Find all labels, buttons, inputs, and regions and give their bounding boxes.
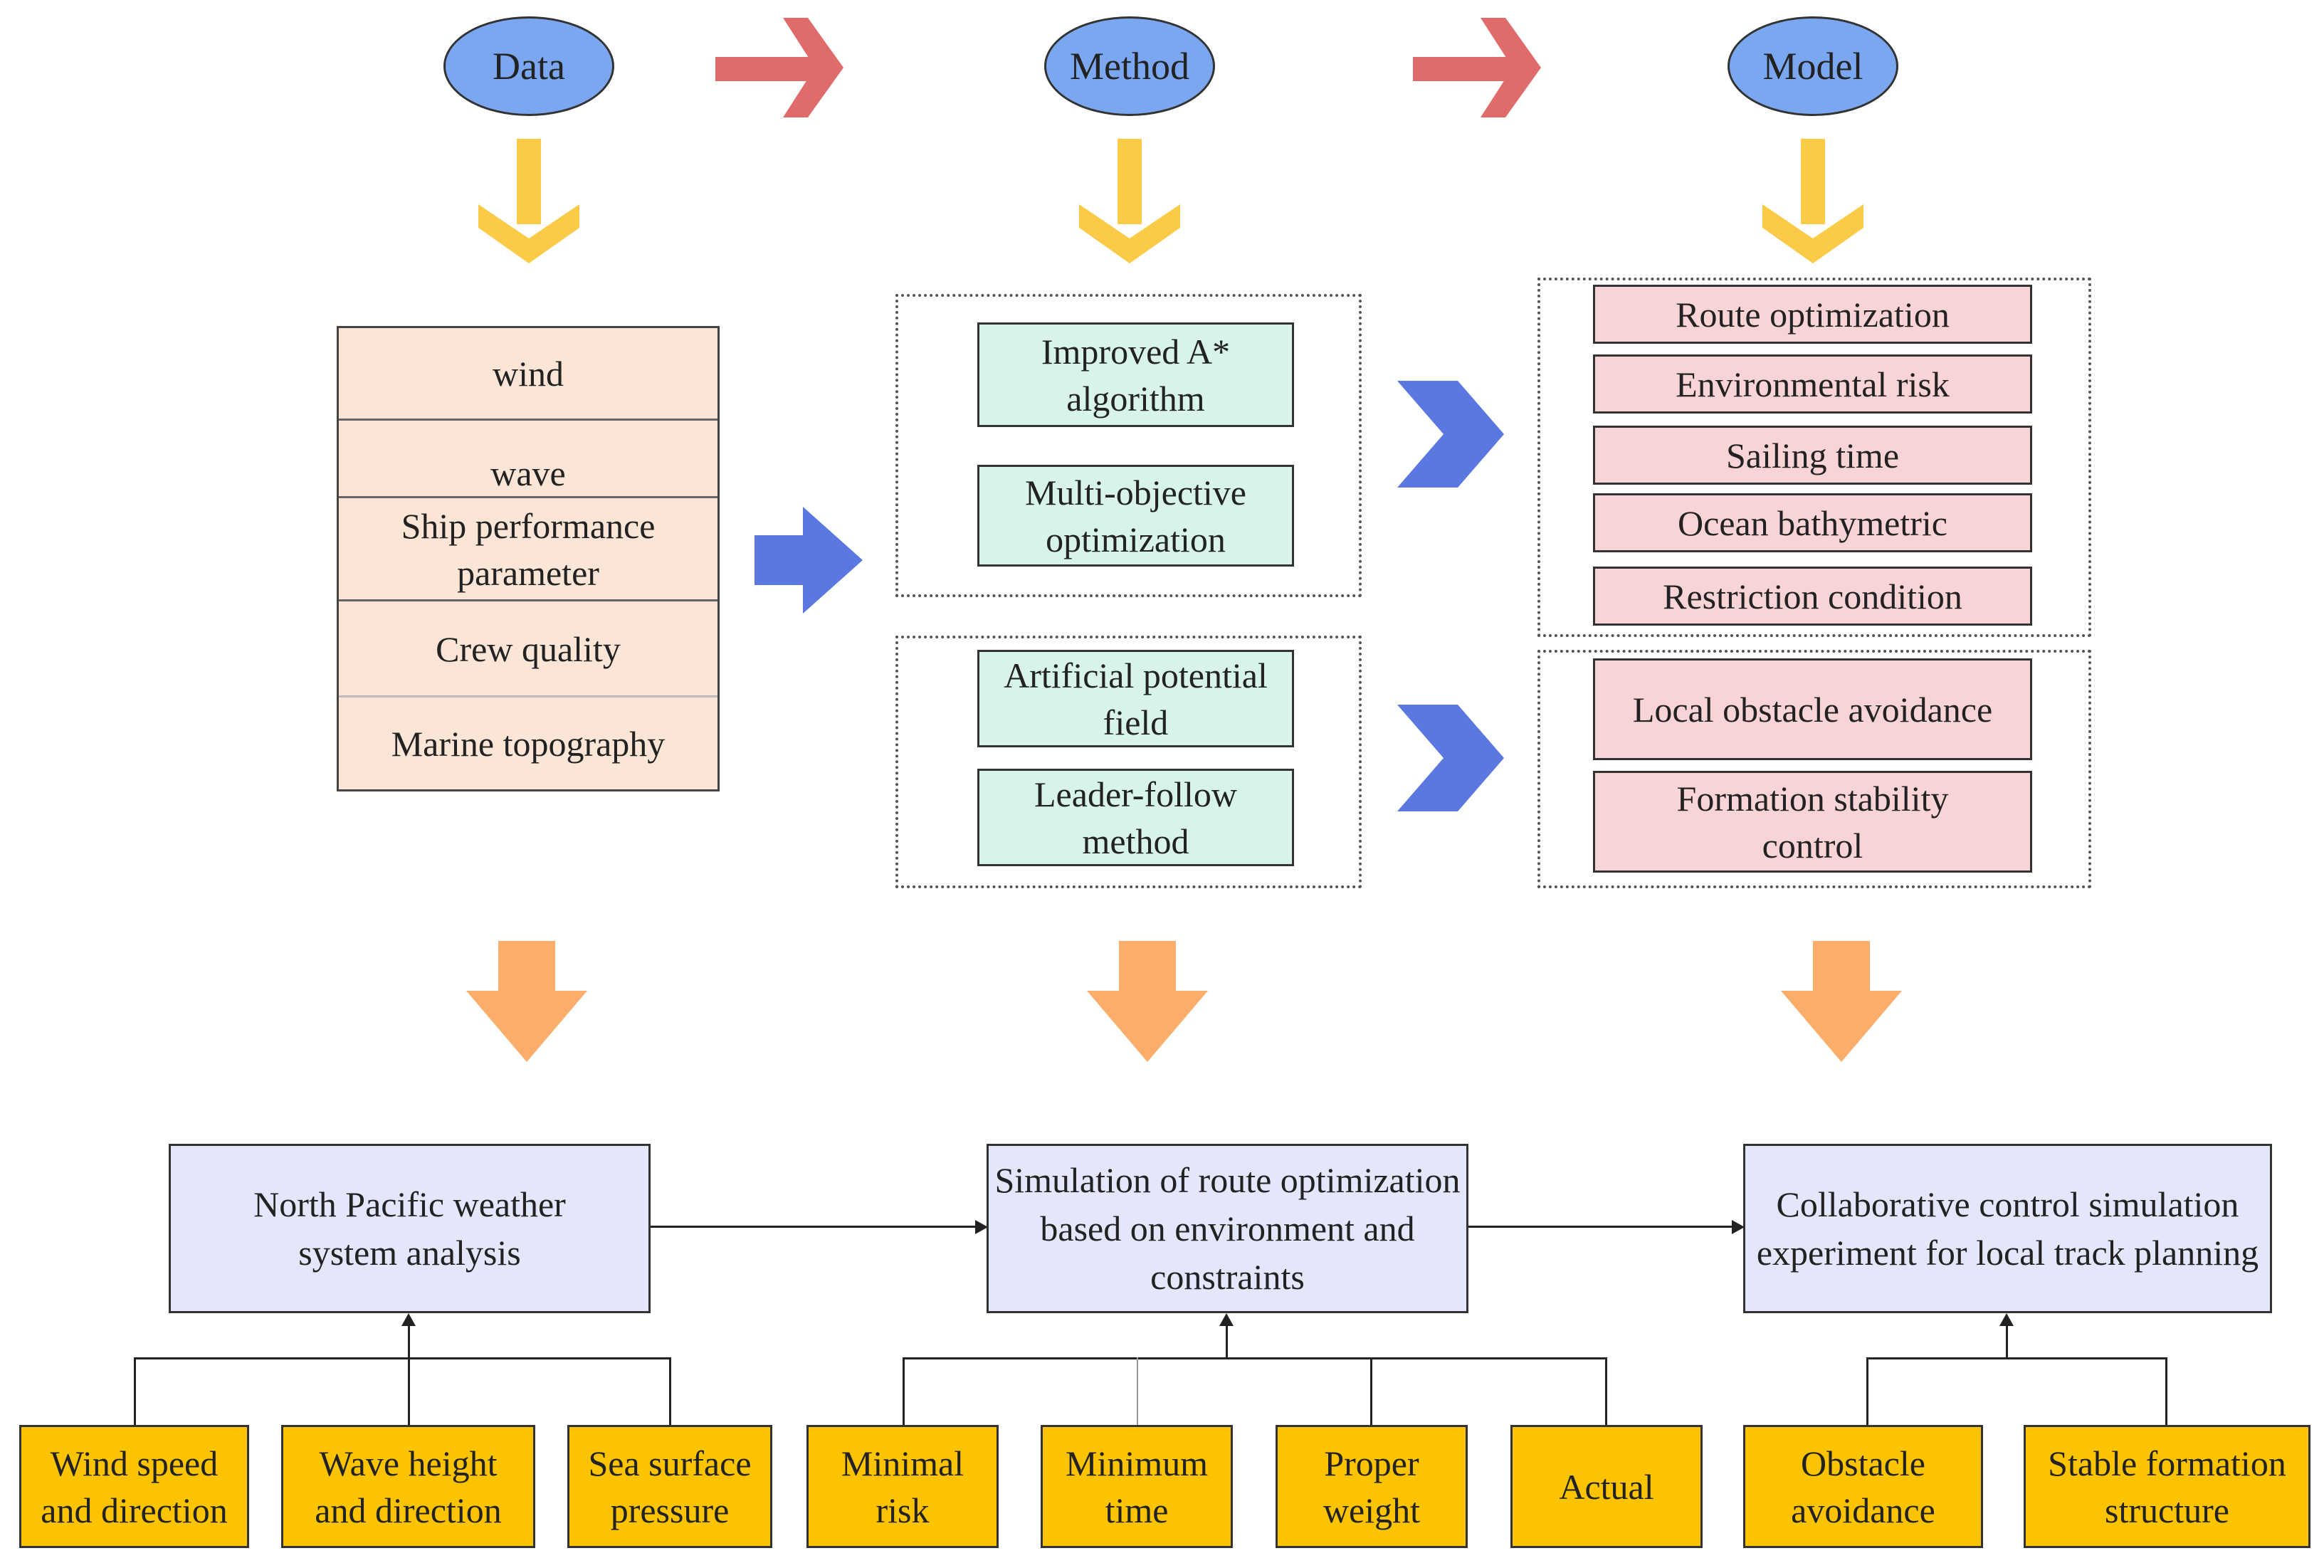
model-box: Restriction condition [1593,567,2032,626]
data-item: wind [493,354,564,394]
method-group-global [895,294,1362,597]
factor-box: Wave height and direction [281,1425,535,1548]
arrowhead-icon [1219,1313,1234,1326]
data-node: Data [443,16,614,116]
factor-box: Sea surface pressure [567,1425,772,1548]
result-box-route: Simulation of route optimization based o… [987,1144,1468,1313]
red-arrow-icon [1413,18,1541,117]
orange-down-arrow-icon [1087,941,1208,1062]
data-item: wave [490,453,566,493]
factor-box: Actual [1510,1425,1703,1548]
data-item: Crew quality [436,628,621,669]
method-box: Improved A* algorithm [977,322,1294,427]
model-box: Local obstacle avoidance [1593,658,2032,760]
arrowhead-icon [1999,1313,2014,1326]
yellow-down-arrow-icon [478,139,579,263]
arrowhead-icon [1732,1220,1745,1234]
factor-box: Wind speed and direction [19,1425,249,1548]
data-item: Ship performance parameter [401,505,656,593]
method-node: Method [1044,16,1215,116]
model-box: Sailing time [1593,426,2032,485]
model-box: Environmental risk [1593,354,2032,414]
factor-box: Minimal risk [806,1425,999,1548]
arrowhead-icon [975,1220,988,1234]
method-group-local [895,636,1362,888]
model-group-global [1537,278,2091,637]
blue-chevron-icon [1397,705,1504,811]
model-group-local [1537,650,2091,888]
factor-box: Proper weight [1276,1425,1468,1548]
data-item: Marine topography [391,724,666,764]
result-box-weather: North Pacific weather system analysis [169,1144,651,1313]
blue-chevron-icon [1397,381,1504,488]
blue-arrow-icon [754,507,863,614]
red-arrow-icon [715,18,843,117]
model-box: Route optimization [1593,285,2032,344]
orange-down-arrow-icon [466,941,587,1062]
yellow-down-arrow-icon [1079,139,1180,263]
orange-down-arrow-icon [1781,941,1902,1062]
method-box: Artificial potential field [977,650,1294,747]
model-node: Model [1728,16,1898,116]
method-box: Leader-follow method [977,769,1294,866]
factor-box: Stable formation structure [2024,1425,2310,1548]
model-box: Formation stability control [1593,771,2032,873]
model-box: Ocean bathymetric [1593,493,2032,552]
arrowhead-icon [401,1313,416,1326]
factor-box: Minimum time [1041,1425,1233,1548]
factor-box: Obstacle avoidance [1743,1425,1983,1548]
result-box-control: Collaborative control simulation experim… [1743,1144,2272,1313]
data-table: wind wave Ship performance parameter Cre… [337,326,720,791]
method-box: Multi-objective optimization [977,465,1294,567]
yellow-down-arrow-icon [1762,139,1863,263]
